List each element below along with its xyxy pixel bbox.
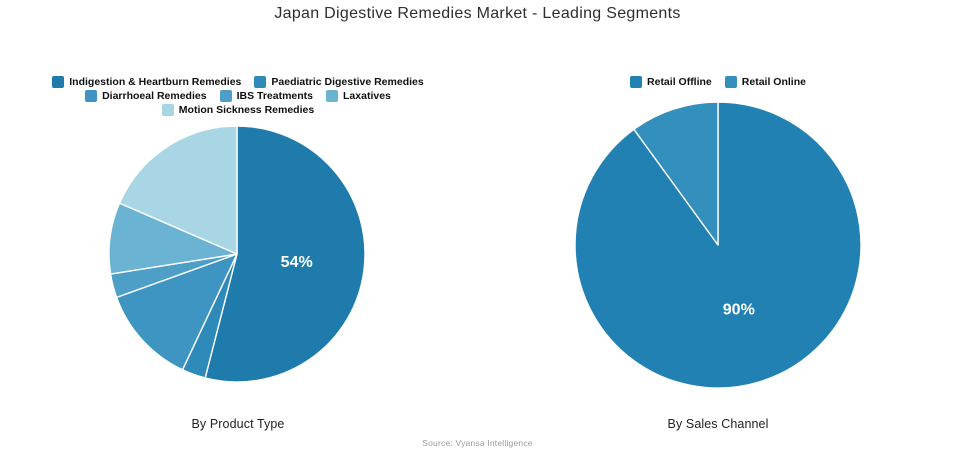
legend-swatch-icon [630,76,643,88]
slice-data-label: 54% [281,254,313,271]
legend-label: Retail Online [741,76,806,88]
sales-channel-caption: By Sales Channel [667,417,769,431]
legend-label: Diarrhoeal Remedies [102,90,207,102]
pie-slice-retail-online [633,101,719,246]
legend-label: Indigestion & Heartburn Remedies [69,76,242,88]
pie-slice-motion-sickness-remedies [118,125,238,255]
legend-row: Motion Sickness Remedies [12,104,464,116]
legend-label: Retail Offline [647,76,712,88]
sales-channel-legend: Retail Offline Retail Online [570,76,866,88]
source-note: Source: Vyansa Intelligence [422,438,533,448]
legend-swatch-icon [326,90,339,102]
legend-item-retail-offline: Retail Offline [630,76,712,88]
legend-row: Diarrhoeal Remedies IBS Treatments Laxativ… [12,90,464,102]
legend-label: IBS Treatments [236,90,314,102]
legend-swatch-icon [85,90,98,102]
legend-item-laxatives: Laxatives [326,90,391,102]
product-type-pie: 54% [108,125,366,383]
pie-slice-indigestion-heartburn-remedies [204,125,366,383]
legend-item-motion-sickness-remedies: Motion Sickness Remedies [161,104,315,116]
legend-label: Paediatric Digestive Remedies [271,76,424,88]
legend-swatch-icon [724,76,737,88]
legend-swatch-icon [254,76,267,88]
slice-data-label: 90% [723,301,755,318]
legend-item-ibs-treatments: IBS Treatments [219,90,314,102]
legend-label: Laxatives [343,90,391,102]
legend-row: Indigestion & Heartburn Remedies Paediatr… [12,76,464,88]
chart-title: Japan Digestive Remedies Market - Leadin… [274,5,681,22]
legend-item-diarrhoeal-remedies: Diarrhoeal Remedies [85,90,207,102]
legend-item-paediatric-digestive-remedies: Paediatric Digestive Remedies [254,76,424,88]
legend-swatch-icon [52,76,65,88]
legend-swatch-icon [219,90,232,102]
legend-item-indigestion-heartburn-remedies: Indigestion & Heartburn Remedies [52,76,241,88]
legend-row: Retail Offline Retail Online [570,76,866,88]
legend-swatch-icon [161,104,174,116]
legend-item-retail-online: Retail Online [724,76,806,88]
product-type-caption: By Product Type [191,417,285,431]
legend-label: Motion Sickness Remedies [178,104,315,116]
product-type-legend: Indigestion & Heartburn Remedies Paediatr… [12,76,464,116]
pie-slice-diarrhoeal-remedies [115,253,238,371]
sales-channel-pie: 90% [574,101,862,389]
